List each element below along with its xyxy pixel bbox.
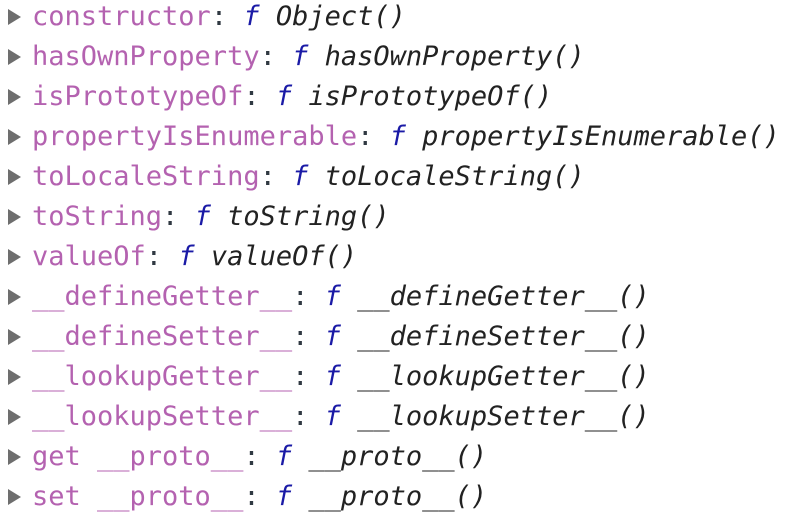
expand-triangle-icon[interactable] — [8, 249, 21, 265]
expand-triangle-icon[interactable] — [8, 409, 21, 425]
property-row[interactable]: toLocaleString: f toLocaleString() — [0, 157, 800, 197]
function-marker: f — [324, 361, 341, 392]
property-key: constructor — [32, 1, 211, 32]
expand-triangle-icon[interactable] — [8, 449, 21, 465]
function-signature: isPrototypeOf() — [308, 81, 553, 112]
separator: : — [145, 241, 179, 272]
function-marker: f — [275, 81, 293, 112]
property-key: toString — [32, 201, 163, 232]
function-signature: __defineSetter__() — [357, 321, 650, 352]
function-signature: __defineGetter__() — [357, 281, 650, 312]
function-marker: f — [275, 481, 293, 512]
function-marker: f — [324, 321, 341, 352]
property-key: get __proto__ — [32, 441, 244, 472]
property-row[interactable]: get __proto__: f __proto__() — [0, 437, 800, 477]
expand-triangle-icon[interactable] — [8, 89, 21, 105]
property-row[interactable]: valueOf: f valueOf() — [0, 237, 800, 277]
property-row[interactable]: __lookupSetter__: f __lookupSetter__() — [0, 397, 800, 437]
expand-triangle-icon[interactable] — [8, 9, 21, 25]
separator: : — [357, 121, 390, 152]
property-row[interactable]: hasOwnProperty: f hasOwnProperty() — [0, 37, 800, 77]
function-signature: propertyIsEnumerable() — [422, 121, 780, 152]
function-signature: toString() — [227, 201, 390, 232]
expand-triangle-icon[interactable] — [8, 369, 21, 385]
property-key: __defineSetter__ — [32, 321, 293, 352]
property-key: valueOf — [32, 241, 146, 272]
property-key: __lookupSetter__ — [32, 401, 293, 432]
function-marker: f — [243, 1, 260, 32]
function-marker: f — [292, 161, 309, 192]
property-key: hasOwnProperty — [32, 41, 260, 72]
function-signature: __proto__() — [308, 441, 488, 472]
property-key: __defineGetter__ — [32, 281, 293, 312]
separator: : — [292, 321, 325, 352]
function-marker: f — [389, 121, 406, 152]
function-marker: f — [324, 401, 341, 432]
expand-triangle-icon[interactable] — [8, 129, 21, 145]
separator: : — [243, 441, 276, 472]
separator: : — [292, 401, 325, 432]
property-row[interactable]: toString: f toString() — [0, 197, 800, 237]
property-key: propertyIsEnumerable — [32, 121, 358, 152]
property-key: set __proto__ — [32, 481, 244, 512]
function-signature: __proto__() — [308, 481, 488, 512]
property-row[interactable]: isPrototypeOf: f isPrototypeOf() — [0, 77, 800, 117]
separator: : — [243, 81, 276, 112]
property-row[interactable]: set __proto__: f __proto__() — [0, 477, 800, 517]
separator: : — [292, 281, 325, 312]
property-row[interactable]: constructor: f Object() — [0, 0, 800, 37]
separator: : — [292, 361, 325, 392]
function-signature: hasOwnProperty() — [324, 41, 585, 72]
expand-triangle-icon[interactable] — [8, 489, 21, 505]
property-key: __lookupGetter__ — [32, 361, 293, 392]
function-signature: __lookupGetter__() — [357, 361, 650, 392]
separator: : — [162, 201, 195, 232]
property-row[interactable]: __lookupGetter__: f __lookupGetter__() — [0, 357, 800, 397]
function-signature: Object() — [275, 1, 406, 32]
property-row[interactable]: __defineGetter__: f __defineGetter__() — [0, 277, 800, 317]
function-signature: __lookupSetter__() — [357, 401, 650, 432]
function-signature: valueOf() — [210, 241, 358, 272]
property-key: isPrototypeOf — [32, 81, 244, 112]
expand-triangle-icon[interactable] — [8, 209, 21, 225]
separator: : — [210, 1, 244, 32]
expand-triangle-icon[interactable] — [8, 289, 21, 305]
separator: : — [243, 481, 276, 512]
function-signature: toLocaleString() — [324, 161, 585, 192]
expand-triangle-icon[interactable] — [8, 169, 21, 185]
property-row[interactable]: __defineSetter__: f __defineSetter__() — [0, 317, 800, 357]
function-marker: f — [324, 281, 341, 312]
separator: : — [259, 41, 293, 72]
property-key: toLocaleString — [32, 161, 260, 192]
expand-triangle-icon[interactable] — [8, 49, 21, 65]
separator: : — [259, 161, 293, 192]
function-marker: f — [275, 441, 293, 472]
function-marker: f — [292, 41, 309, 72]
function-marker: f — [194, 201, 211, 232]
property-row[interactable]: propertyIsEnumerable: f propertyIsEnumer… — [0, 117, 800, 157]
expand-triangle-icon[interactable] — [8, 329, 21, 345]
function-marker: f — [178, 241, 195, 272]
